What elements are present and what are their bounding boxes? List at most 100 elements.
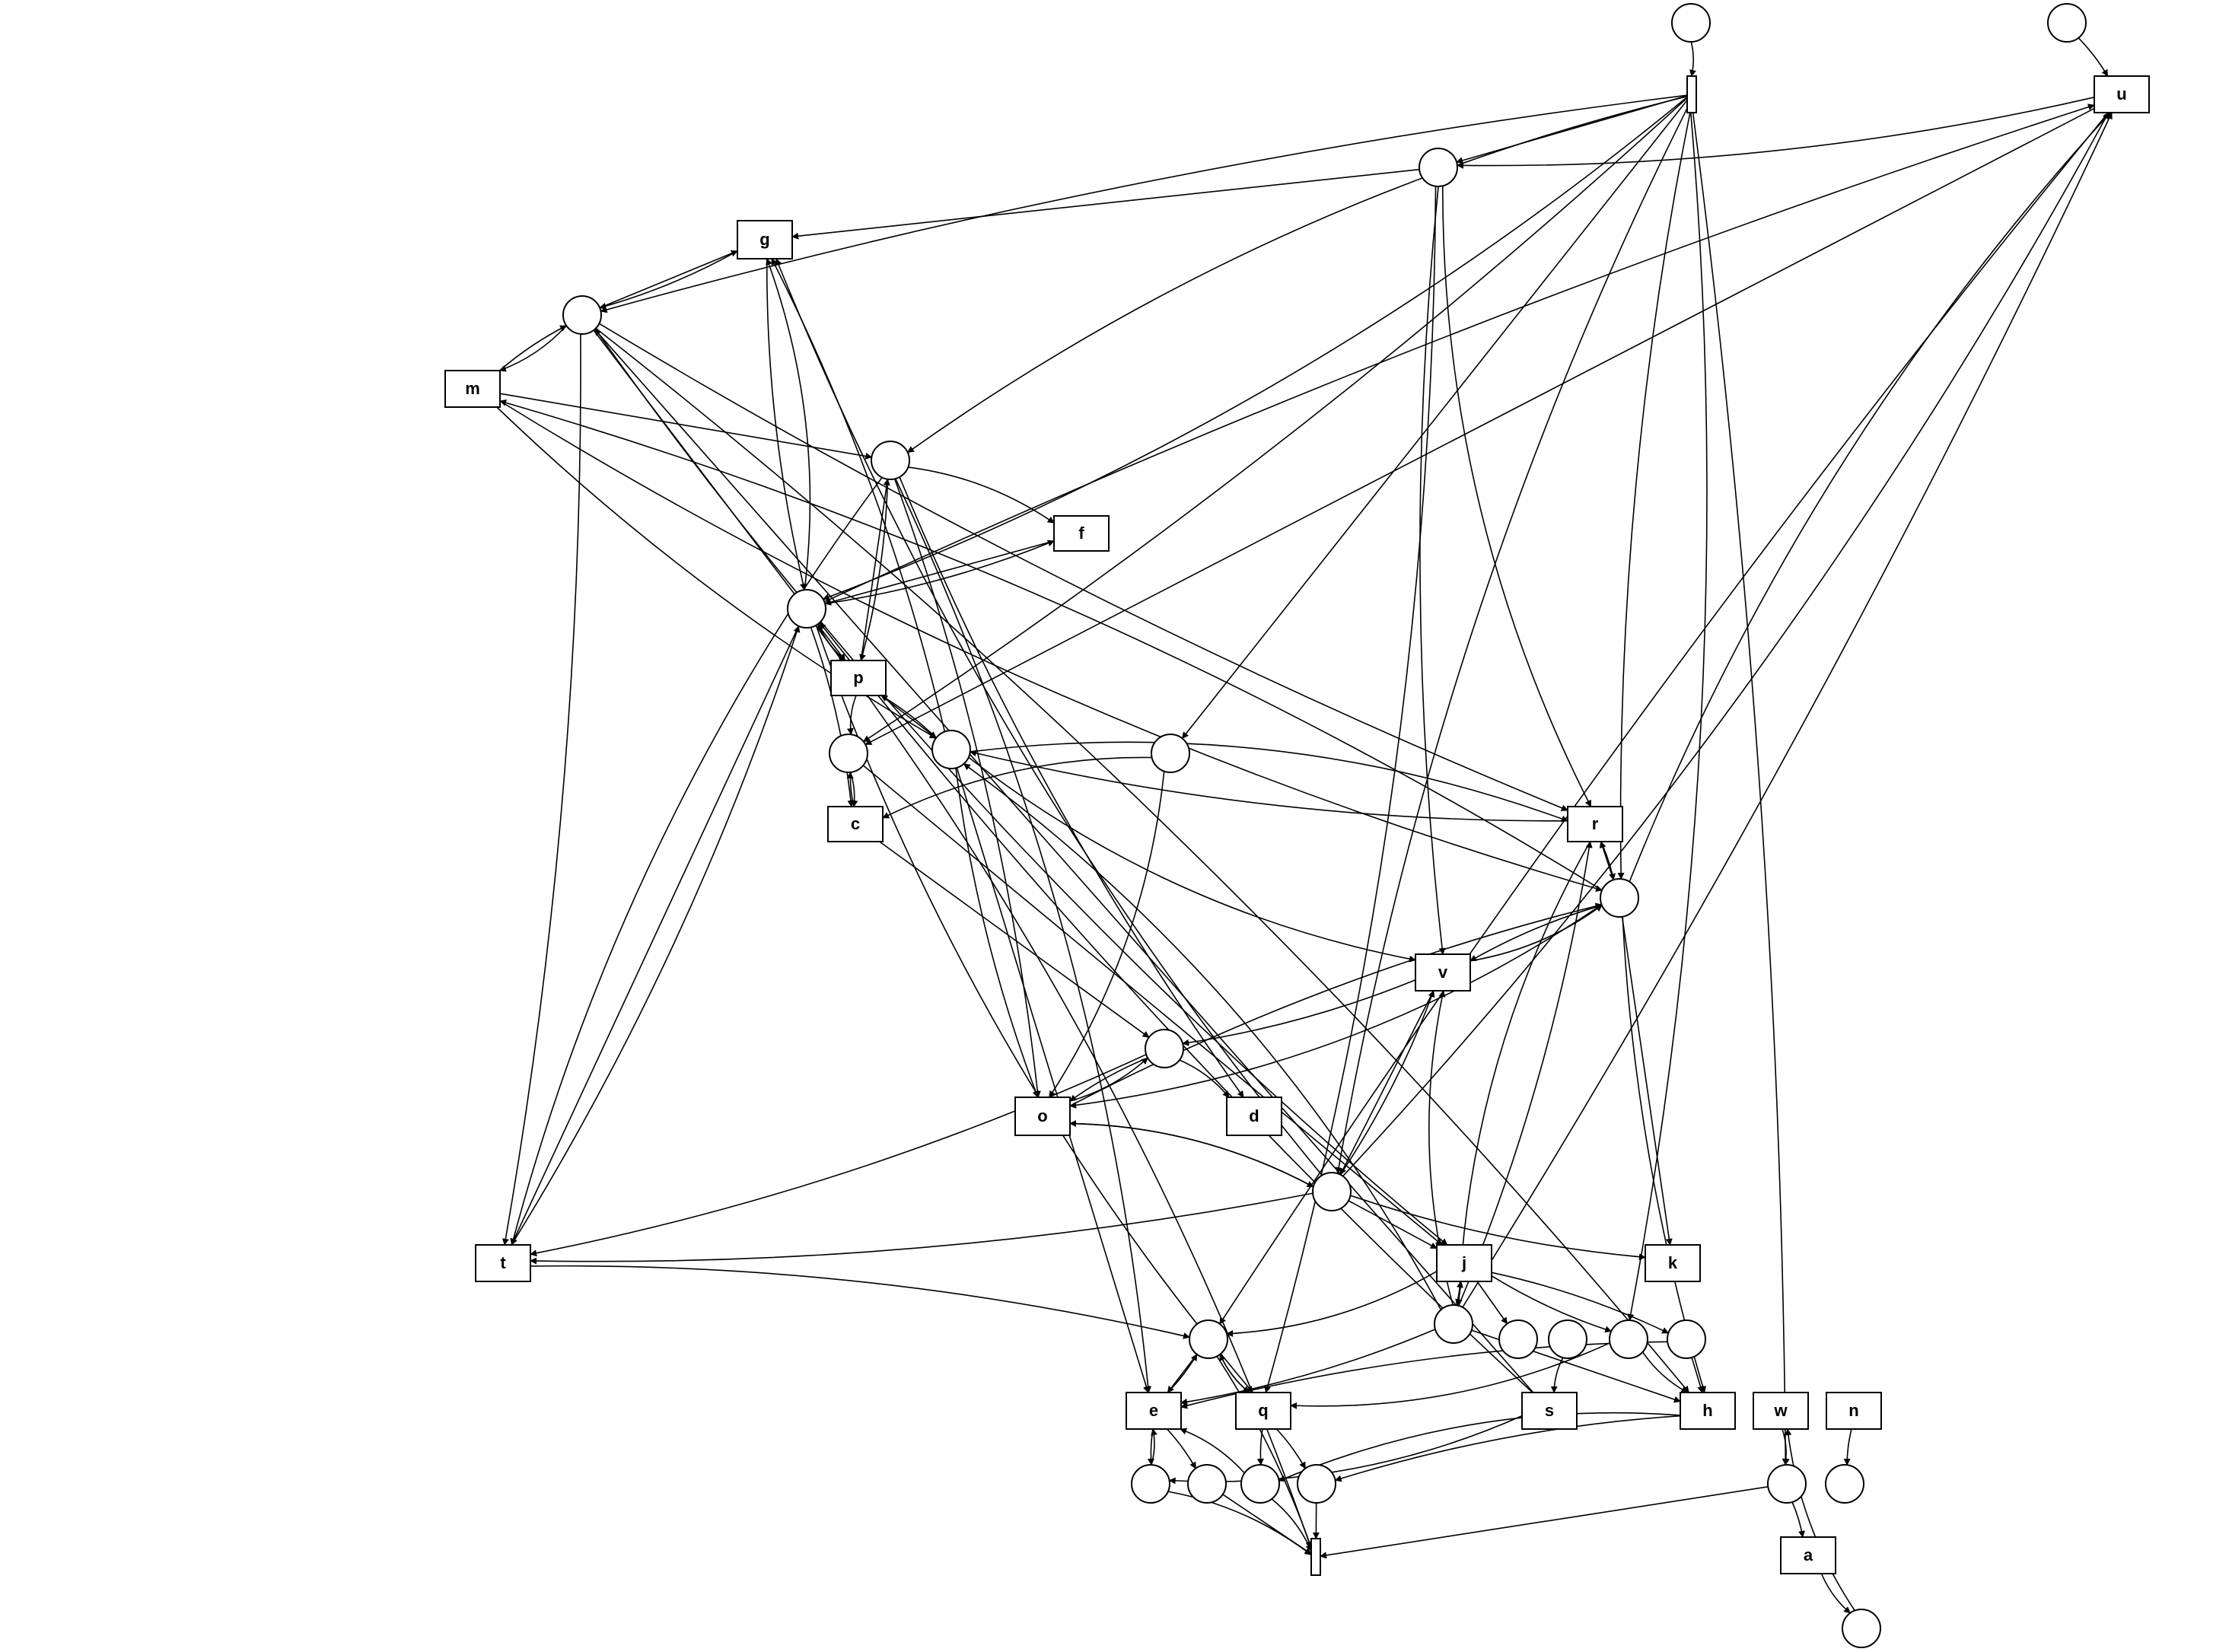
- arc-p-2-to-t: [502, 333, 581, 1246]
- arc-p-18-to-bot: [1271, 1498, 1312, 1552]
- arc-p-10-to-t: [530, 1192, 1313, 1265]
- arc-u-to-p-6: [865, 107, 2095, 746]
- transition-w[interactable]: w: [1753, 1392, 1809, 1430]
- arc-p-5-to-p: [880, 695, 937, 739]
- arc-n-to-p-21: [1843, 1428, 1852, 1466]
- transition-n[interactable]: n: [1826, 1392, 1882, 1430]
- place-p-23[interactable]: [1548, 1319, 1587, 1359]
- transition-o-label: o: [1037, 1106, 1047, 1125]
- place-p-12[interactable]: [1189, 1319, 1228, 1359]
- place-p-17[interactable]: [1187, 1464, 1227, 1504]
- transition-d[interactable]: d: [1226, 1097, 1282, 1136]
- arc-m-to-p-8: [499, 400, 1603, 892]
- transition-m[interactable]: m: [444, 370, 501, 408]
- transition-w-label: w: [1773, 1401, 1788, 1420]
- arc-p-11-to-r: [1458, 841, 1593, 1307]
- arc-p-4-to-t: [511, 625, 800, 1246]
- arc-p-8-to-v: [1469, 904, 1603, 962]
- place-p-10[interactable]: [1312, 1172, 1352, 1211]
- transition-e-label: e: [1149, 1401, 1158, 1420]
- arc-o-to-p-8: [1069, 902, 1603, 1107]
- transition-s[interactable]: s: [1521, 1392, 1578, 1430]
- transition-t[interactable]: t: [475, 1244, 531, 1282]
- transition-r-label: r: [1592, 814, 1599, 833]
- arc-p-7-to-c: [882, 756, 1152, 819]
- arc-p-2-to-j: [594, 328, 1448, 1246]
- place-p-9[interactable]: [1145, 1029, 1184, 1068]
- arc-p-3-to-e: [894, 478, 1152, 1393]
- place-p-11[interactable]: [1434, 1304, 1473, 1344]
- arc-p-20-to-bot: [1320, 1486, 1769, 1559]
- transition-q[interactable]: q: [1235, 1392, 1291, 1430]
- arc-h-to-p-18: [1278, 1412, 1681, 1482]
- silent-transition-top-bar[interactable]: [1686, 75, 1697, 113]
- arc-p-8-to-u: [1629, 112, 2111, 883]
- transition-n-label: n: [1848, 1401, 1858, 1420]
- place-p-22[interactable]: [1842, 1609, 1881, 1648]
- transition-g[interactable]: g: [737, 220, 793, 259]
- arc-p-3-to-d: [899, 476, 1244, 1098]
- place-p-18[interactable]: [1240, 1464, 1280, 1504]
- transition-r[interactable]: r: [1567, 806, 1623, 842]
- transition-v-label: v: [1438, 963, 1448, 982]
- arc-r-to-p-5: [969, 750, 1568, 822]
- transition-o[interactable]: o: [1014, 1097, 1071, 1136]
- arc-p-5-to-r: [970, 741, 1568, 823]
- place-p-20[interactable]: [1767, 1464, 1807, 1504]
- arc-p-2-to-h: [595, 327, 1689, 1393]
- place-p-6[interactable]: [829, 734, 868, 773]
- place-p-4[interactable]: [787, 589, 826, 629]
- place-p-13[interactable]: [1498, 1319, 1538, 1359]
- transition-h[interactable]: h: [1680, 1392, 1736, 1430]
- transition-u[interactable]: u: [2094, 75, 2150, 113]
- arc-f-to-p-4: [824, 540, 1055, 606]
- place-p-top-right[interactable]: [2047, 3, 2087, 43]
- transition-p[interactable]: p: [830, 660, 887, 696]
- place-p-19[interactable]: [1297, 1464, 1336, 1504]
- arc-p-4-to-f: [824, 540, 1055, 605]
- nodes-layer: [562, 3, 2087, 1648]
- transition-s-label: s: [1545, 1401, 1554, 1420]
- place-p-21[interactable]: [1825, 1464, 1864, 1504]
- place-p-1[interactable]: [1419, 148, 1458, 187]
- transition-g-label: g: [759, 230, 769, 249]
- place-p-16[interactable]: [1131, 1464, 1170, 1504]
- transition-v[interactable]: v: [1415, 953, 1471, 992]
- transition-c[interactable]: c: [827, 806, 884, 842]
- place-p-3[interactable]: [871, 441, 910, 480]
- silent-transition-bottom-bar[interactable]: [1310, 1538, 1321, 1576]
- transition-j[interactable]: j: [1436, 1244, 1492, 1282]
- arc-c-to-p-9: [879, 841, 1150, 1038]
- arc-top-to-p-7: [1181, 100, 1688, 740]
- arc-p-17-to-bot: [1222, 1494, 1312, 1555]
- arc-u-to-p-12: [1219, 112, 2110, 1325]
- place-p-2[interactable]: [562, 295, 602, 335]
- arc-p-9-to-d: [1179, 1059, 1230, 1098]
- place-p-8[interactable]: [1600, 878, 1639, 918]
- arc-v-to-p-9: [1182, 979, 1416, 1046]
- transition-a[interactable]: a: [1780, 1536, 1836, 1574]
- place-p-5[interactable]: [931, 730, 971, 769]
- arc-p-2-to-r: [598, 323, 1568, 811]
- arc-p-20-to-a: [1791, 1501, 1805, 1538]
- arc-top-to-p-6: [862, 97, 1688, 743]
- transition-e[interactable]: e: [1126, 1392, 1182, 1430]
- arc-top-to-p-2: [600, 94, 1688, 314]
- place-p-14[interactable]: [1609, 1319, 1648, 1359]
- arc-p-10-to-v: [1339, 990, 1435, 1176]
- transition-f[interactable]: f: [1053, 515, 1110, 552]
- place-p-source[interactable]: [1671, 3, 1711, 43]
- arc-top-to-p-10: [1335, 107, 1688, 1175]
- arc-p-23-to-s: [1550, 1357, 1564, 1393]
- arc-e-to-p-17: [1166, 1428, 1196, 1469]
- arc-p-15-to-h: [1691, 1357, 1704, 1393]
- arc-top-to-p-14: [1627, 112, 1708, 1321]
- arc-j-to-p-12: [1226, 1271, 1438, 1337]
- transition-k[interactable]: k: [1645, 1244, 1701, 1282]
- place-p-15[interactable]: [1667, 1319, 1706, 1359]
- transition-f-label: f: [1078, 524, 1084, 543]
- arc-p-1-to-v: [1419, 186, 1446, 955]
- arc-u-to-p-1: [1457, 97, 2095, 169]
- place-p-7[interactable]: [1151, 734, 1190, 773]
